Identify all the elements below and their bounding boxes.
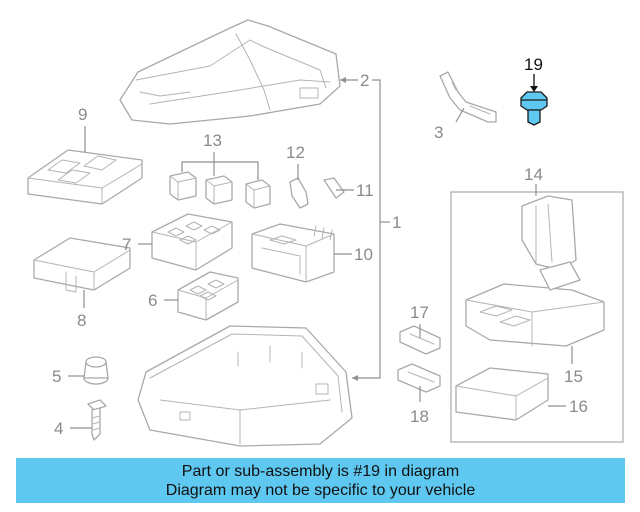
- part-8-bracket-plate: [33, 237, 131, 293]
- callout-4: 4: [54, 419, 63, 438]
- part-11-fuse: [323, 177, 345, 199]
- part-14-group-frame: [450, 191, 624, 443]
- callout-19-highlighted: 19: [524, 55, 543, 74]
- banner-line-1: Part or sub-assembly is #19 in diagram: [181, 463, 460, 480]
- part-17-clip: [399, 325, 441, 355]
- callout-15: 15: [564, 367, 583, 386]
- callout-9: 9: [78, 105, 87, 124]
- callout-16: 16: [569, 397, 588, 416]
- part-13-relays: [169, 171, 271, 209]
- part-5-grommet: [83, 356, 109, 385]
- callout-8: 8: [77, 311, 86, 330]
- part-19-bolt-highlighted: [520, 91, 548, 126]
- part-15-sub-box: [465, 195, 605, 347]
- part-7-relay-block: [151, 213, 233, 271]
- callout-17: 17: [410, 303, 429, 322]
- part-6-relay-block: [177, 271, 239, 321]
- callout-12: 12: [286, 143, 305, 162]
- leader-lines: [68, 74, 573, 429]
- callout-14: 14: [524, 165, 543, 184]
- part-12-fuse: [289, 177, 309, 209]
- callout-18: 18: [410, 407, 429, 426]
- banner-line-2: Diagram may not be specific to your vehi…: [165, 482, 476, 499]
- part-18-clip: [397, 363, 441, 393]
- callout-7: 7: [122, 235, 131, 254]
- part-1-base-housing: [137, 325, 353, 447]
- callout-2: 2: [360, 71, 369, 90]
- part-16-tray: [455, 367, 549, 421]
- part-10-connector-box: [251, 223, 335, 283]
- part-4-bolt: [87, 399, 107, 441]
- callout-11: 11: [356, 181, 374, 200]
- callout-1: 1: [392, 213, 401, 232]
- part-9-fuse-block: [27, 149, 143, 205]
- callout-3: 3: [434, 123, 443, 142]
- callout-10: 10: [354, 245, 373, 264]
- info-banner: Part or sub-assembly is #19 in diagram D…: [16, 458, 625, 503]
- callout-13: 13: [203, 131, 222, 150]
- part-2-fuse-box-cover: [119, 19, 341, 125]
- callout-5: 5: [52, 367, 61, 386]
- part-3-bracket: [439, 71, 497, 123]
- exploded-parts-diagram: 1 2 3 4 5 6 7 8 9 10 11 12 13 14 15 16 1…: [27, 19, 624, 447]
- callout-6: 6: [148, 291, 157, 310]
